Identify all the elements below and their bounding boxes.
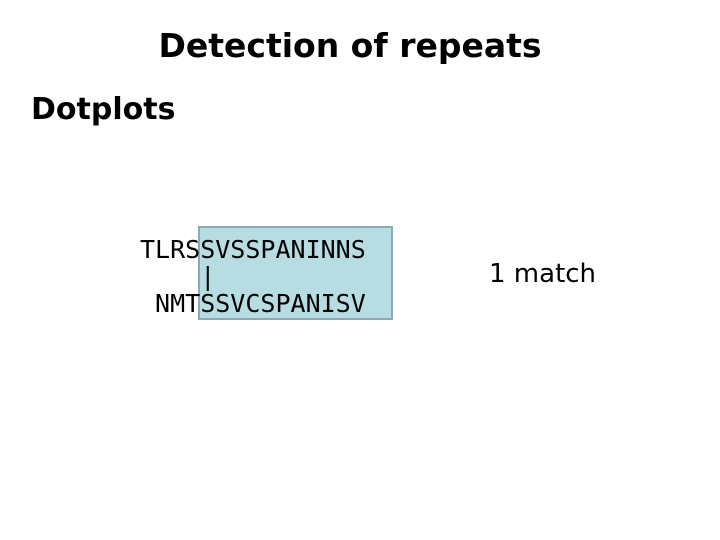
top-sequence-text: TLRSSVSSPANINNS: [140, 235, 366, 264]
match-marker-line: |: [140, 262, 216, 291]
slide-subtitle: Dotplots: [31, 92, 176, 127]
repeat-region-highlight: [198, 226, 393, 320]
match-count-label: 1 match: [489, 259, 597, 289]
page-title: Detection of repeats: [158, 26, 542, 65]
bottom-sequence-text: NMTSSVCSPANISV: [140, 289, 366, 318]
